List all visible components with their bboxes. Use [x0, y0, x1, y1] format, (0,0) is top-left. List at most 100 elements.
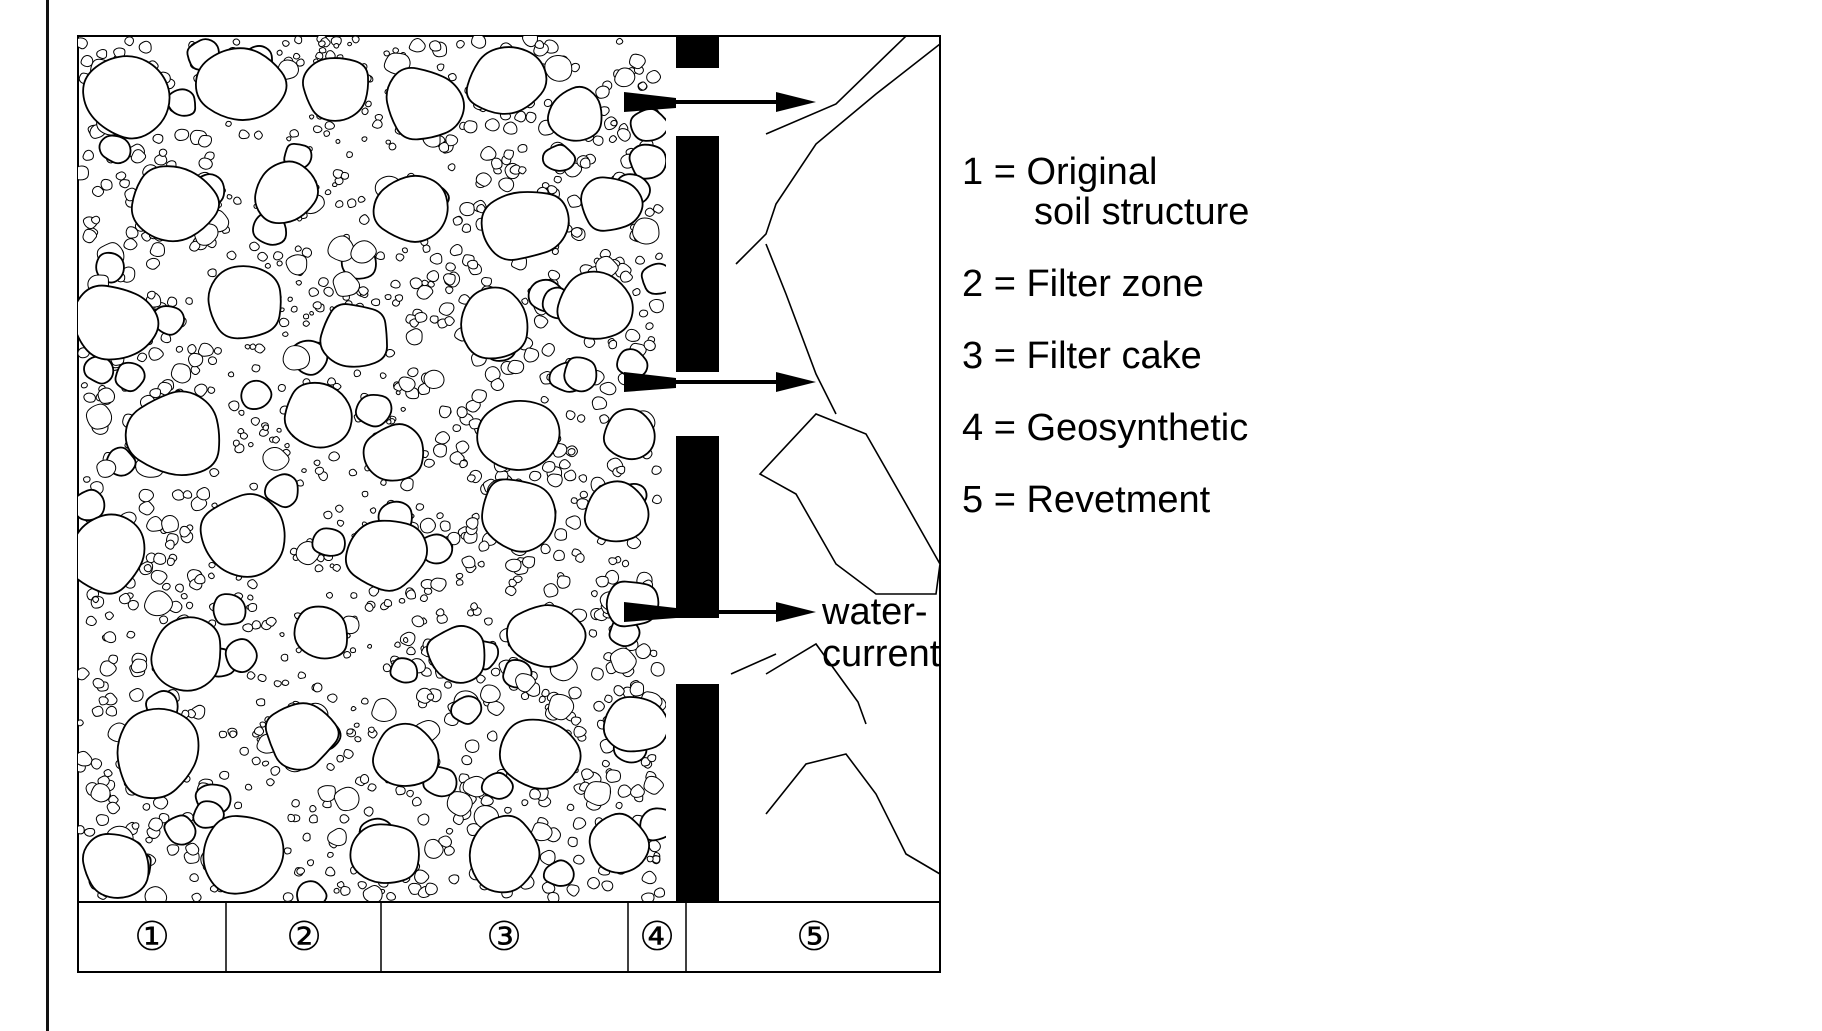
- soil-stone: [609, 647, 637, 674]
- soil-stone: [423, 587, 433, 595]
- soil-stone: [414, 311, 428, 323]
- soil-stone: [226, 194, 233, 200]
- soil-stone: [438, 835, 452, 848]
- soil-stone: [568, 686, 582, 700]
- soil-stone: [138, 40, 152, 54]
- revetment-stone: [765, 753, 941, 875]
- soil-stone: [166, 296, 178, 308]
- soil-stone: [150, 569, 168, 585]
- soil-stone: [480, 146, 497, 161]
- soil-stone: [309, 311, 314, 316]
- soil-stone: [237, 427, 245, 435]
- soil-stone: [286, 136, 292, 142]
- soil-stone: [476, 204, 486, 214]
- soil-stone: [82, 149, 94, 161]
- soil-stone: [570, 227, 583, 238]
- soil-stone: [583, 781, 611, 807]
- soil-stone: [332, 271, 361, 297]
- soil-stone: [95, 814, 110, 826]
- soil-stone: [576, 414, 586, 423]
- soil-stone: [409, 277, 423, 290]
- soil-stone: [293, 605, 348, 660]
- soil-stone: [468, 814, 541, 894]
- soil-stone: [553, 175, 562, 184]
- soil-stone: [196, 487, 211, 501]
- soil-stone: [153, 552, 167, 565]
- soil-stone: [98, 134, 132, 165]
- soil-stone: [227, 371, 235, 378]
- zone-number: ①: [134, 914, 170, 960]
- soil-stone: [438, 302, 455, 316]
- soil-stone: [302, 832, 311, 842]
- soil-stone: [449, 243, 463, 257]
- soil-stone: [423, 458, 435, 468]
- soil-stone: [244, 783, 253, 791]
- soil-stone: [100, 178, 113, 191]
- soil-stone: [195, 47, 288, 121]
- soil-stone: [563, 469, 577, 482]
- soil-stone: [460, 286, 529, 360]
- revetment-stone: [735, 35, 941, 265]
- soil-stone: [332, 169, 344, 179]
- soil-stone: [383, 50, 390, 57]
- soil-stone: [292, 52, 301, 60]
- soil-stone: [349, 647, 357, 654]
- soil-stone: [145, 836, 153, 844]
- zone-number: ②: [286, 914, 322, 960]
- soil-stone: [182, 490, 193, 499]
- soil-stone: [480, 684, 501, 704]
- soil-stone: [525, 111, 537, 124]
- soil-stone: [278, 317, 290, 328]
- soil-stone: [130, 165, 220, 243]
- soil-stone: [123, 238, 138, 251]
- soil-stone: [471, 36, 487, 49]
- soil-stone: [185, 297, 193, 305]
- soil-stone: [541, 688, 550, 697]
- soil-stone: [649, 649, 658, 658]
- soil-stone: [487, 700, 505, 716]
- soil-stone: [277, 383, 286, 392]
- soil-stone: [327, 235, 355, 262]
- soil-stone: [363, 806, 374, 817]
- soil-stone: [372, 722, 440, 787]
- soil-stone: [590, 590, 598, 598]
- soil-stone: [456, 40, 465, 49]
- soil-stone: [541, 343, 555, 357]
- soil-stone: [490, 377, 505, 391]
- soil-stone: [565, 410, 576, 421]
- soil-stone: [92, 596, 100, 604]
- soil-stone: [199, 493, 286, 578]
- soil-stone: [207, 268, 217, 278]
- soil-stone: [652, 204, 664, 214]
- soil-stone: [280, 653, 289, 662]
- soil-stone: [127, 599, 139, 611]
- soil-stone: [357, 195, 366, 203]
- soil-stone: [207, 386, 216, 394]
- soil-stone: [323, 510, 333, 520]
- soil-stone: [353, 722, 360, 728]
- soil-stone: [467, 259, 479, 270]
- soil-stone: [486, 730, 498, 742]
- soil-stone: [388, 142, 397, 151]
- soil-stone: [592, 135, 604, 146]
- soil-stone: [648, 298, 664, 314]
- soil-stone: [289, 129, 299, 138]
- soil-stone: [308, 114, 315, 120]
- soil-stone: [632, 288, 641, 297]
- soil-stone: [644, 207, 655, 217]
- soil-stone: [522, 556, 536, 569]
- soil-stone: [318, 46, 327, 54]
- soil-stone: [530, 822, 553, 842]
- soil-stone: [400, 406, 407, 412]
- soil-stone: [369, 507, 377, 514]
- soil-stone: [311, 527, 346, 557]
- soil-stone: [340, 171, 350, 180]
- soil-stone: [358, 214, 370, 225]
- soil-stone: [339, 814, 350, 824]
- revetment-stones: [730, 35, 941, 875]
- soil-stone: [114, 361, 146, 393]
- soil-stone: [587, 877, 600, 890]
- soil-stone: [357, 881, 367, 890]
- soil-stone: [447, 163, 456, 172]
- soil-stone: [602, 408, 656, 461]
